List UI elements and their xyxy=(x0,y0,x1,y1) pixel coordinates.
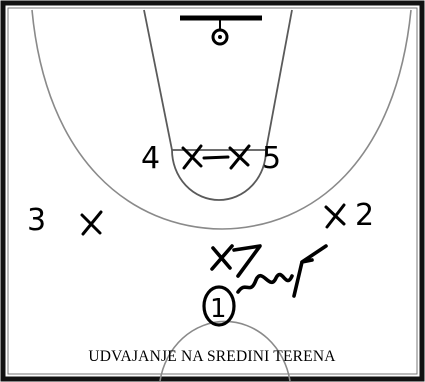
player-3-x-mark xyxy=(80,210,103,236)
defender-x-mark xyxy=(210,244,234,271)
court-border-inner xyxy=(7,7,418,375)
center-circle xyxy=(159,320,291,382)
post-connector-stroke xyxy=(202,155,230,160)
diagram-caption: UDVAJANJE NA SREDINI TERENA xyxy=(88,348,336,365)
player-5: 5 xyxy=(228,141,281,176)
player-4-x-mark xyxy=(181,144,203,170)
ball-handler-circle xyxy=(202,285,236,327)
player-5-x-mark xyxy=(228,144,251,170)
three-point-arc xyxy=(31,9,412,230)
lane-right-line xyxy=(265,9,293,151)
rim-center xyxy=(218,35,222,39)
player-5-number: 5 xyxy=(262,141,281,176)
player-4: 4 xyxy=(141,141,203,176)
dribble-path xyxy=(236,272,294,294)
pass-arrow xyxy=(292,244,328,298)
free-throw-circle xyxy=(171,149,267,201)
ball-handler: 1 xyxy=(202,285,236,327)
defender-mark xyxy=(210,244,262,278)
defender-stroke xyxy=(232,244,262,278)
lane-left-line xyxy=(143,9,173,151)
player-2-x-mark xyxy=(324,203,346,229)
rim xyxy=(211,28,229,46)
player-4-number: 4 xyxy=(141,141,160,176)
player-3: 3 xyxy=(27,203,103,238)
player-3-number: 3 xyxy=(27,203,46,238)
player-2: 2 xyxy=(324,198,374,233)
ball-handler-number: 1 xyxy=(210,294,227,324)
player-2-number: 2 xyxy=(355,198,374,233)
